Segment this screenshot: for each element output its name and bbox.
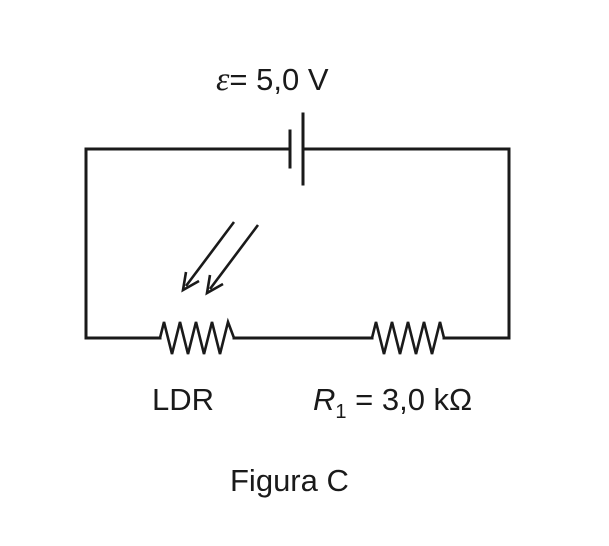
emf-label: ε= 5,0 V [216, 61, 329, 98]
r1-subscript: 1 [335, 401, 346, 423]
r1-resistor [370, 321, 446, 355]
light-arrows [181, 221, 260, 296]
light-arrow-left-head [181, 271, 200, 293]
battery [288, 112, 305, 186]
wire-top-right [301, 147, 511, 340]
ldr-label: LDR [152, 382, 214, 417]
light-arrow-right-shaft [208, 224, 260, 290]
light-arrow-right-head [205, 274, 224, 296]
circuit-wires [84, 147, 511, 340]
ldr-resistor [158, 317, 236, 355]
emf-symbol: ε [216, 61, 230, 98]
light-arrow-left-shaft [184, 221, 236, 287]
figure-caption: Figura C [230, 463, 349, 498]
r1-value: = 3,0 kΩ [347, 382, 473, 417]
wire-top-left [84, 147, 292, 340]
emf-value: = 5,0 V [229, 62, 328, 97]
r1-label: R1 = 3,0 kΩ [313, 382, 472, 423]
r1-symbol: R [313, 382, 335, 417]
